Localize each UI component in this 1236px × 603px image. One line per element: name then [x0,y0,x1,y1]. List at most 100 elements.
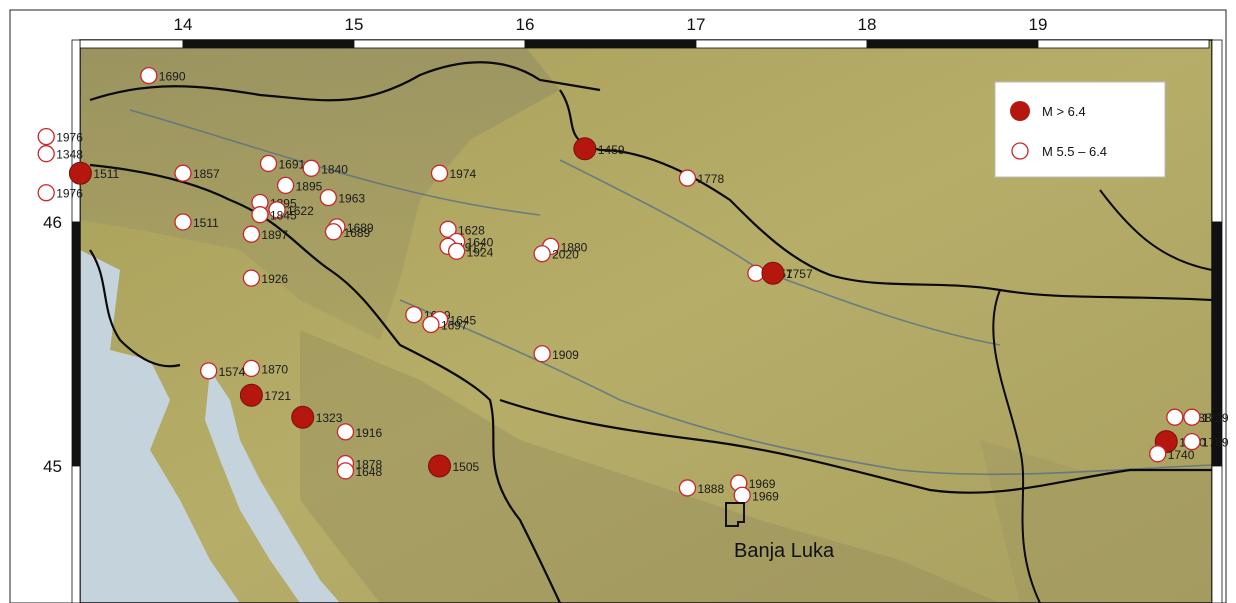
event-year-label: 1976 [56,131,83,145]
kvarner-bay [205,370,340,603]
event-marker-minor [733,486,751,504]
southeast-relief [980,440,1212,603]
latitude-scale-bar-right [1211,39,1223,603]
event-marker-major [428,454,451,478]
longitude-scale-bar [79,39,1210,49]
event-year-label: 1348 [56,148,83,162]
city-banja-luka: Banja Luka [725,502,835,562]
event-marker-major [68,161,92,185]
event-marker-minor [533,245,551,263]
event-marker-minor [678,169,697,187]
event-year-label: 1789 [1202,436,1229,450]
event-year-label: 1926 [261,272,288,286]
scale-segment [71,221,81,467]
event-year-label: 1976 [56,187,83,201]
border-bosnia [499,398,1212,494]
event-marker-minor [430,164,449,182]
event-year-label: 1969 [749,477,776,491]
lat-tick-label: 46 [43,213,62,232]
event-year-label: 1888 [697,482,724,496]
event-marker-minor [140,66,158,85]
event-marker-minor [302,159,320,177]
event-year-label: 1963 [338,192,365,206]
event-year-label: 1857 [193,167,220,181]
event-marker-minor [1149,445,1167,463]
lat-tick-label: 45 [43,457,62,476]
river-sava-lower [399,299,1212,476]
dinaric-relief [300,330,1000,603]
event-year-label: 1739 [1202,411,1229,425]
event-year-label: 1845 [270,209,297,223]
scale-segment [1211,465,1223,603]
scale-segment [71,465,81,603]
event-year-label: 1459 [598,143,625,157]
scale-segment [695,39,868,49]
event-year-label: 1974 [450,167,477,181]
event-marker-major [761,261,785,285]
event-marker-minor [319,188,338,207]
event-marker-minor [199,362,218,380]
border-slovenia-croatia [89,163,561,603]
event-year-label: 1909 [552,348,579,362]
event-year-label: 1740 [1168,448,1195,462]
event-marker-major [291,405,315,429]
border-serbia [992,289,1041,603]
event-marker-major [573,137,597,161]
event-marker-minor [422,315,440,334]
event-year-label: 1628 [458,223,485,237]
event-marker-minor [447,242,466,260]
event-year-label: 1721 [264,389,291,403]
scale-segment [79,39,184,49]
event-marker-minor [324,223,343,241]
event-marker-minor [242,225,261,243]
legend-minor-label: M 5.5 – 6.4 [1042,144,1107,159]
event-marker-minor [242,359,261,378]
border-romania [1099,189,1212,271]
event-marker-minor [1183,432,1201,451]
event-marker-minor [251,206,269,224]
adriatic-sea [80,250,240,603]
border-italy [89,249,181,368]
scale-segment [524,39,697,49]
event-year-label: 1870 [261,362,288,376]
latitude-tick-labels: 46 45 [43,213,62,476]
lon-tick-label: 15 [345,15,364,34]
event-marker-minor [533,345,551,363]
border-hungary [559,89,1212,302]
event-marker-minor [405,306,423,324]
city-outline [725,502,745,527]
legend: M > 6.4 M 5.5 – 6.4 [994,81,1166,178]
event-year-label: 1648 [355,465,382,479]
outer-frame [9,9,1227,603]
event-year-label: 1511 [193,216,219,230]
event-marker-minor [1183,408,1201,426]
lon-tick-label: 14 [174,15,193,34]
scale-segment [866,39,1039,49]
event-year-label: 1645 [450,314,477,328]
event-year-label: 1323 [316,411,343,425]
event-marker-minor [37,184,55,202]
event-year-label: 1840 [321,162,348,176]
event-marker-minor [37,145,55,163]
event-year-label: 1778 [697,172,724,186]
event-year-label: 1690 [159,70,186,84]
lon-tick-label: 17 [687,15,706,34]
scale-segment [1211,221,1223,467]
city-label: Banja Luka [734,540,835,562]
event-marker-minor [747,264,765,282]
event-year-label: 1505 [453,460,480,474]
latitude-scale-bar-left [71,39,81,603]
event-year-label: 1897 [261,228,288,242]
event-year-label: 1916 [355,426,382,440]
scale-segment [182,39,355,49]
event-year-label: 1691 [279,157,306,171]
event-year-label: 1878 [355,458,382,472]
event-marker-minor [678,479,697,497]
event-marker-minor [268,201,286,219]
event-year-label: 2020 [552,248,579,262]
legend-minor-marker [1011,142,1029,160]
event-marker-minor [37,127,55,146]
